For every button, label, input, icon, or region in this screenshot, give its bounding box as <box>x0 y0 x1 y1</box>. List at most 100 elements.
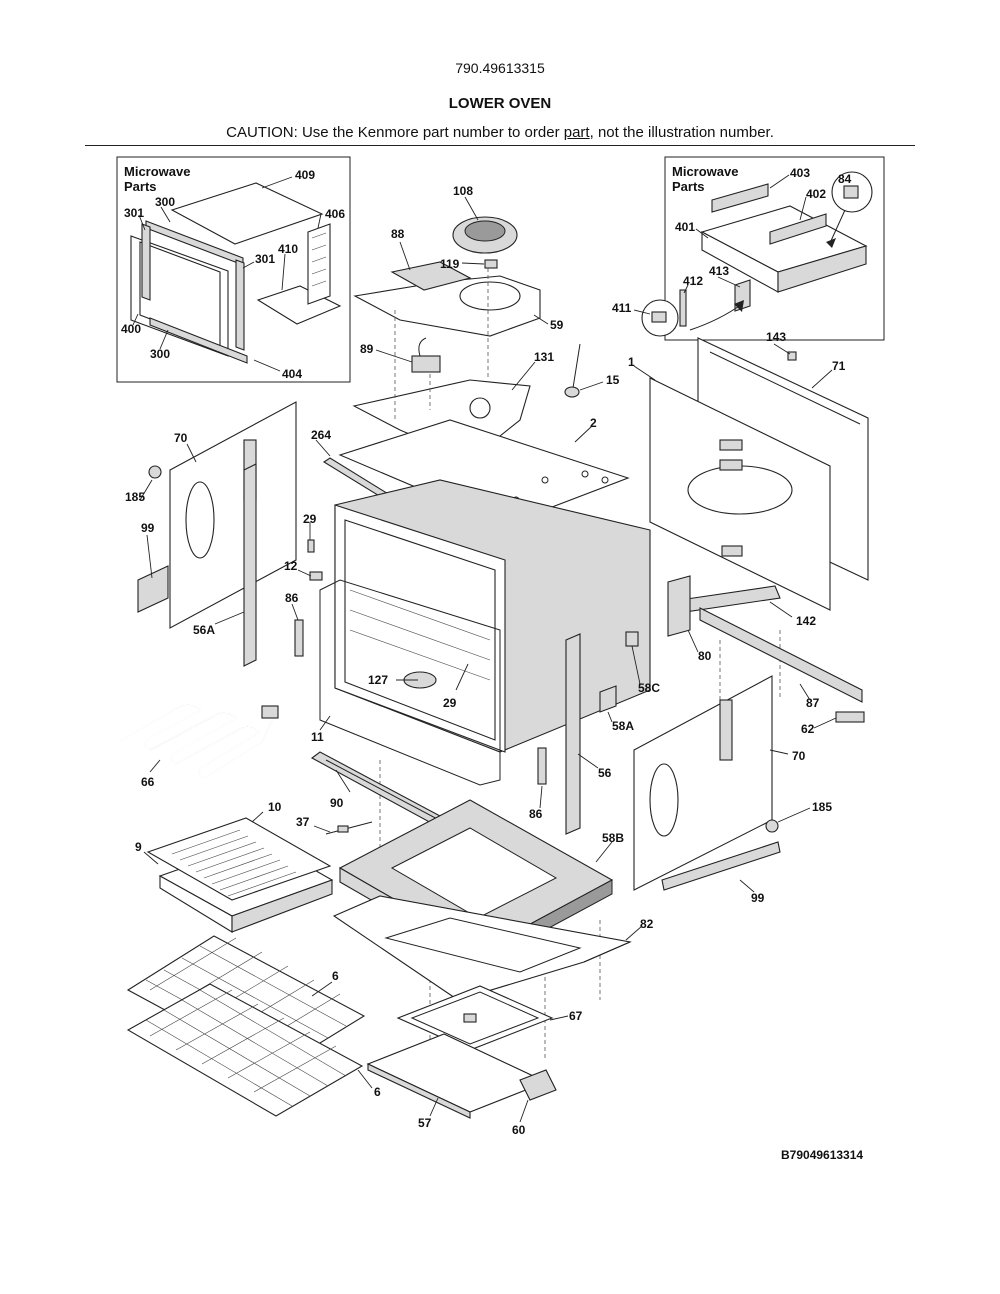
bracket-80 <box>667 575 691 637</box>
label-11: 11 <box>311 730 324 744</box>
diagram-title: LOWER OVEN <box>448 95 552 112</box>
vent-406 <box>307 223 331 305</box>
label-301: 301 <box>124 206 144 220</box>
label-402: 402 <box>806 187 826 201</box>
label-6: 6 <box>332 969 339 983</box>
side-panel-70-left <box>169 401 297 629</box>
caution-suffix: , not the illustration number. <box>589 124 774 141</box>
label-57: 57 <box>418 1116 432 1130</box>
diagram-reference-number: B79049613314 <box>781 1148 864 1162</box>
label-99: 99 <box>141 521 155 535</box>
label-86: 86 <box>529 807 543 821</box>
label-119: 119 <box>440 257 460 271</box>
caution-prefix: CAUTION: Use the Kenmore part number to … <box>226 124 564 141</box>
part-58A <box>599 685 617 713</box>
foot-185-left <box>148 465 162 479</box>
label-70: 70 <box>174 431 188 445</box>
label-87: 87 <box>806 696 820 710</box>
slide-60: 60 <box>512 1069 557 1137</box>
label-403: 403 <box>790 166 810 180</box>
caution-text: CAUTION: Use the Kenmore part number to … <box>0 124 1000 141</box>
gasket-11 <box>319 579 501 786</box>
label-56A: 56A <box>193 623 215 637</box>
label-301: 301 <box>255 252 275 266</box>
label-86: 86 <box>285 591 299 605</box>
part-58C <box>625 631 639 647</box>
label-90: 90 <box>330 796 344 810</box>
label-12: 12 <box>284 559 298 573</box>
label-66: 66 <box>141 775 155 789</box>
rod-412 <box>679 289 687 327</box>
box-left-title-1: Microwave <box>124 164 190 179</box>
label-142: 142 <box>796 614 816 628</box>
rail-87 <box>699 607 863 703</box>
element-67: 67 <box>396 985 583 1051</box>
oven-rack-lower: 6 <box>126 983 381 1117</box>
microwave-parts-box-left: Microwave Parts 409 300 301 406 410 <box>116 156 351 383</box>
label-300: 300 <box>155 195 175 209</box>
label-6: 6 <box>374 1085 381 1099</box>
broil-pan: 10 9 <box>135 800 334 933</box>
part-62 <box>835 711 865 723</box>
label-88: 88 <box>391 227 405 241</box>
label-131: 131 <box>534 350 554 364</box>
label-82: 82 <box>640 917 654 931</box>
bottom-frame-82: 82 <box>332 895 654 1001</box>
model-number: 790.49613315 <box>455 60 545 76</box>
label-410: 410 <box>278 242 298 256</box>
panel-410 <box>256 285 342 325</box>
label-37: 37 <box>296 815 310 829</box>
bracket-86-right <box>537 747 547 785</box>
label-10: 10 <box>268 800 282 814</box>
label-143: 143 <box>766 330 786 344</box>
label-89: 89 <box>360 342 374 356</box>
label-60: 60 <box>512 1123 526 1137</box>
part-143 <box>787 351 797 361</box>
label-400: 400 <box>121 322 141 336</box>
label-413: 413 <box>709 264 729 278</box>
hinge-pin-37: 37 <box>296 815 373 835</box>
part-12 <box>309 571 323 581</box>
label-99: 99 <box>751 891 765 905</box>
label-2: 2 <box>590 416 597 430</box>
label-58B: 58B <box>602 831 624 845</box>
label-9: 9 <box>135 840 142 854</box>
label-70: 70 <box>792 749 806 763</box>
box-right-title-1: Microwave <box>672 164 738 179</box>
label-29: 29 <box>443 696 457 710</box>
bracket-402 <box>769 213 827 245</box>
label-56: 56 <box>598 766 612 780</box>
oven-cavity: 127 29 11 <box>311 479 651 786</box>
trim-300-bottom <box>149 317 248 364</box>
label-108: 108 <box>453 184 473 198</box>
bracket-86-left <box>294 619 304 657</box>
label-29: 29 <box>303 512 317 526</box>
rail-142 <box>679 585 781 613</box>
label-67: 67 <box>569 1009 583 1023</box>
label-404: 404 <box>282 367 302 381</box>
panel-409 <box>170 182 324 245</box>
grid-10 <box>146 817 332 901</box>
microwave-parts-box-right: Microwave Parts 403 84 402 401 413 41 <box>612 156 885 341</box>
left-side-parts: 70 185 99 29 12 86 56A <box>125 401 323 667</box>
label-185: 185 <box>812 800 832 814</box>
label-15: 15 <box>606 373 620 387</box>
motor-89 <box>411 355 441 373</box>
sensor-15 <box>564 386 580 398</box>
box-left-title-2: Parts <box>124 179 157 194</box>
rail-56A <box>243 463 257 667</box>
bracket-403 <box>711 183 769 213</box>
bracket-99-left <box>137 565 169 613</box>
label-412: 412 <box>683 274 703 288</box>
label-59: 59 <box>550 318 564 332</box>
label-406: 406 <box>325 207 345 221</box>
label-71: 71 <box>832 359 846 373</box>
caution-part-link[interactable]: part <box>563 124 590 141</box>
label-58A: 58A <box>612 719 634 733</box>
foot-185-right <box>765 819 779 833</box>
fan-duct-assembly: 108 88 119 59 89 131 15 <box>352 184 620 461</box>
label-58C: 58C <box>638 681 660 695</box>
label-84: 84 <box>838 172 852 186</box>
label-411: 411 <box>612 301 632 315</box>
